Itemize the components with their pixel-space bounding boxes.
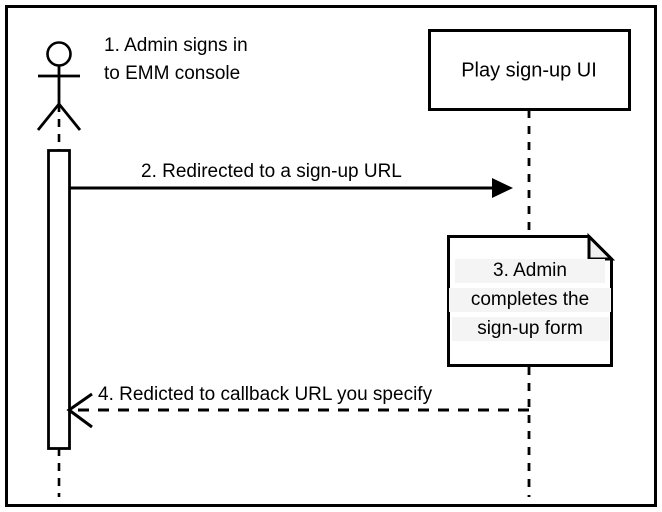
step-1-annotation-line-2: to EMM console bbox=[104, 63, 240, 84]
step-3-note-line-2: completes the bbox=[471, 289, 589, 310]
step-2-arrowhead-icon bbox=[492, 178, 513, 198]
actor-activation-bar bbox=[47, 149, 71, 450]
note-text-highlight-2 bbox=[449, 288, 611, 312]
actor-head-icon bbox=[46, 41, 72, 67]
step-4-arrowhead-icon bbox=[66, 392, 93, 429]
step-3-note-line-1: 3. Admin bbox=[493, 260, 567, 281]
step-4-message-label: 4. Redicted to callback URL you specify bbox=[98, 384, 433, 405]
note-text-highlight-1 bbox=[455, 259, 605, 283]
step-2-message-label: 2. Redirected to a sign-up URL bbox=[141, 161, 402, 182]
participant-label-play-signup-ui: Play sign-up UI bbox=[461, 59, 597, 81]
step-1-annotation-line-1: 1. Admin signs in bbox=[104, 35, 248, 56]
step-3-note: 3. Admin completes the sign-up form bbox=[447, 232, 616, 367]
participant-box-play-signup-ui[interactable] bbox=[428, 29, 631, 111]
note-text-highlight-3 bbox=[452, 317, 609, 341]
actor-leg-right bbox=[57, 103, 82, 131]
actor-leg-left bbox=[36, 103, 61, 131]
admin-actor bbox=[36, 41, 82, 131]
step-3-note-line-3: sign-up form bbox=[477, 318, 583, 339]
